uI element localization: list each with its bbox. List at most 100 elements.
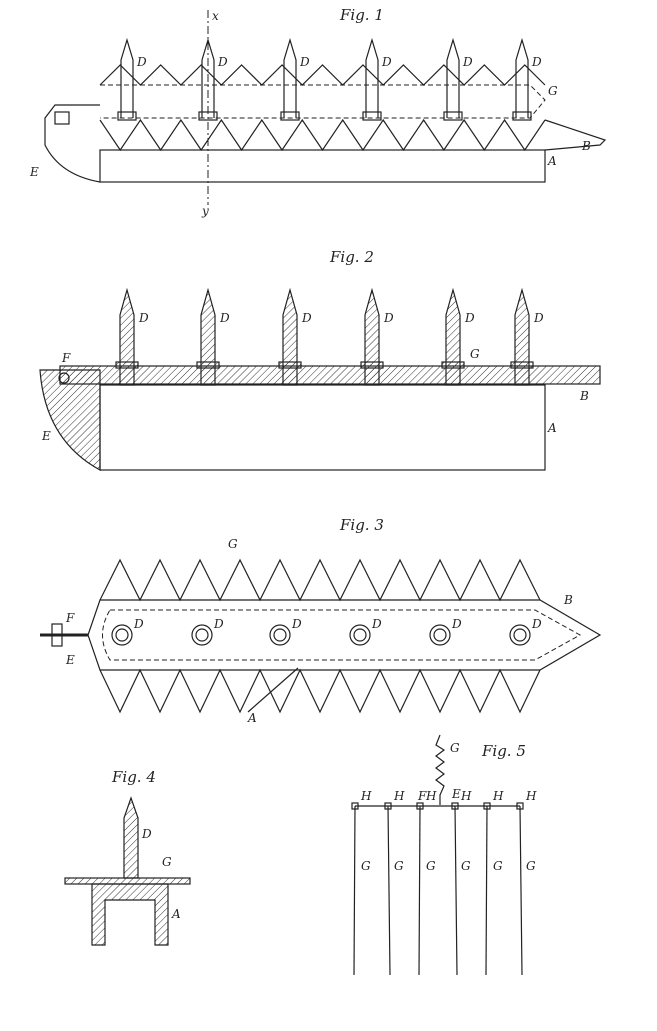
label-H: H (525, 789, 537, 803)
spike-hole-D (273, 628, 287, 642)
spike-nut (360, 361, 384, 369)
label-G: G (461, 859, 471, 873)
label-G: G (493, 859, 503, 873)
spike-hole-D (115, 628, 129, 642)
label-B: B (581, 139, 591, 153)
label-D: D (301, 311, 312, 325)
label-E: E (65, 653, 75, 667)
spike-D (364, 287, 380, 386)
spike-nut (198, 111, 218, 121)
spike-D (201, 37, 215, 118)
label-D: D (141, 827, 152, 841)
label-H: H (425, 789, 437, 803)
label-D: D (371, 617, 382, 631)
figure-1-title: Fig. 1 (339, 6, 384, 24)
screw-G (435, 734, 446, 805)
label-G: G (526, 859, 536, 873)
figure-2-title: Fig. 2 (329, 248, 374, 266)
label-H: H (492, 789, 504, 803)
label-G-top: G (450, 741, 460, 755)
spike-hole-D (195, 628, 209, 642)
wire-G (418, 805, 421, 976)
end-cap-E (44, 104, 101, 183)
label-D: D (213, 617, 224, 631)
label-E: E (41, 429, 51, 443)
label-D: D (383, 311, 394, 325)
label-D: D (133, 617, 144, 631)
label-D: D (219, 311, 230, 325)
body-A (91, 883, 169, 946)
spike-hole-outer (111, 624, 133, 646)
teeth-top (99, 558, 541, 602)
spike-D (515, 37, 529, 118)
spike-nut (443, 111, 463, 121)
spike-nut (196, 361, 220, 369)
spike-nut (278, 361, 302, 369)
spike-D (514, 287, 530, 386)
label-B: B (579, 389, 589, 403)
teeth-top (99, 64, 546, 86)
label-G: G (548, 84, 558, 98)
figure-3-title: Fig. 3 (339, 516, 384, 534)
label-D: D (533, 311, 544, 325)
body-A-outline (102, 609, 582, 661)
label-G: G (162, 855, 172, 869)
node-H (384, 802, 392, 810)
node-H (351, 802, 359, 810)
spike-nut (280, 111, 300, 121)
end-cap-E (39, 369, 101, 472)
spike-hole-outer (349, 624, 371, 646)
label-D: D (451, 617, 462, 631)
figure-4: Fig. 4 D G A (64, 768, 191, 946)
node-H (516, 802, 524, 810)
spike-hole-D (433, 628, 447, 642)
spike-hole-D (353, 628, 367, 642)
label-D: D (217, 55, 228, 69)
label-E: E (29, 165, 39, 179)
label-A: A (547, 421, 557, 435)
axis-label-x: x (212, 9, 219, 23)
spike-nut (512, 111, 532, 121)
label-D: D (531, 55, 542, 69)
wire-G (485, 805, 488, 976)
spike-nut (362, 111, 382, 121)
label-H: H (393, 789, 405, 803)
label-H: H (360, 789, 372, 803)
node-H (451, 802, 459, 810)
label-F: F (65, 611, 75, 625)
fastener-F (58, 372, 70, 384)
figure-4-title: Fig. 4 (111, 768, 156, 786)
label-A: A (547, 154, 557, 168)
label-D: D (136, 55, 147, 69)
label-G: G (228, 537, 238, 551)
label-G: G (470, 347, 480, 361)
spike-nut (117, 111, 137, 121)
spike-hole-D (513, 628, 527, 642)
node-H (416, 802, 424, 810)
spike-nut (115, 361, 139, 369)
body-A (99, 384, 546, 471)
label-A: A (247, 711, 257, 725)
fastener-F (51, 623, 63, 647)
label-D: D (291, 617, 302, 631)
spike-hole-outer (269, 624, 291, 646)
spike-D (119, 287, 135, 386)
axis-label-y: y (201, 204, 209, 218)
label-F: F (417, 789, 427, 803)
label-G: G (394, 859, 404, 873)
spike-hole-outer (509, 624, 531, 646)
wire-G (387, 805, 391, 976)
spike-D (120, 37, 134, 118)
label-D: D (299, 55, 310, 69)
blade-outline (100, 84, 546, 119)
spike-D (445, 287, 461, 386)
teeth-bottom (99, 118, 546, 152)
leader-A (247, 667, 299, 713)
label-D: D (464, 311, 475, 325)
spike-nut (510, 361, 534, 369)
label-G: G (426, 859, 436, 873)
label-E: E (451, 787, 461, 801)
